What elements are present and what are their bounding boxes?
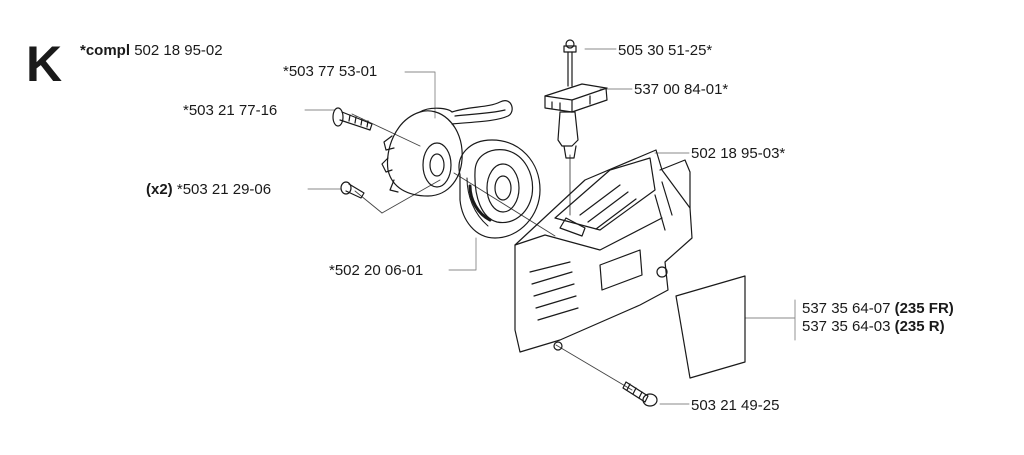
part-label-503-77-53-01[interactable]: *503 77 53-01 [283, 63, 378, 80]
part-label-537-00-84-01[interactable]: 537 00 84-01* [634, 81, 729, 98]
leader-503-77-53-01 [404, 71, 436, 119]
compl-number: 502 18 95-02 [134, 42, 223, 59]
part-number: *503 21 29-06 [176, 181, 272, 198]
decal-icon [675, 275, 746, 379]
part-label-503-21-77-16[interactable]: *503 21 77-16 [183, 102, 278, 119]
leader-537-35-64 [744, 299, 796, 341]
compl-label: *compl 502 18 95-02 [80, 42, 223, 60]
part-label-537-35-64-03[interactable]: 537 35 64-03 (235 R) [802, 318, 945, 336]
rope [451, 100, 513, 125]
part-label-503-21-49-25[interactable]: 503 21 49-25 [691, 397, 780, 414]
part-number: 537 35 64-07 [802, 300, 891, 317]
screw-icon [622, 381, 658, 407]
part-model: (235 R) [894, 318, 945, 335]
part-number: 537 35 64-03 [802, 318, 891, 335]
screw-icon [332, 107, 373, 131]
leader-lines [304, 48, 796, 405]
screw-icon [340, 181, 365, 199]
leader-502-20-06-01 [448, 237, 477, 271]
spring-cassette-icon [458, 139, 541, 239]
part-qty: (x2) [146, 181, 173, 198]
starter-housing-icon [514, 149, 693, 353]
assembly-lines [351, 113, 633, 391]
part-label-502-20-06-01[interactable]: *502 20 06-01 [329, 262, 424, 279]
compl-prefix: *compl [80, 42, 131, 59]
starter-pulley-icon [381, 100, 513, 197]
part-label-503-21-29-06[interactable]: (x2) *503 21 29-06 [146, 181, 271, 199]
part-label-505-30-51-25[interactable]: 505 30 51-25* [618, 42, 713, 59]
part-label-502-18-95-03[interactable]: 502 18 95-03* [691, 145, 786, 162]
starter-handle-icon [544, 39, 608, 159]
part-label-537-35-64-07[interactable]: 537 35 64-07 (235 FR) [802, 300, 954, 318]
part-model: (235 FR) [894, 300, 954, 317]
section-letter: K [26, 36, 63, 92]
